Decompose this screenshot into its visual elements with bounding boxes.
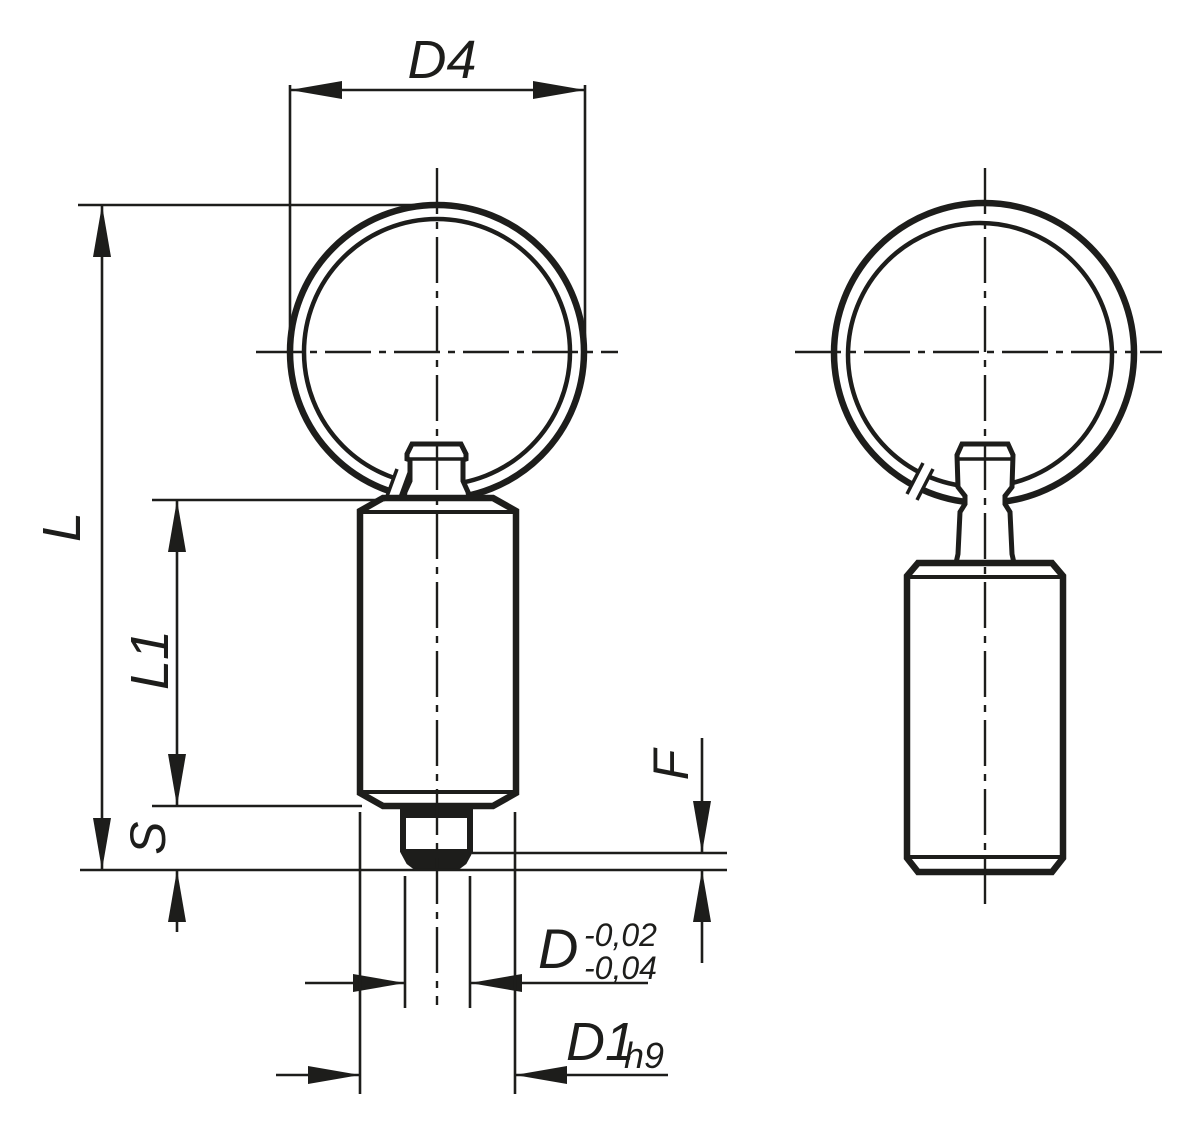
dim-label-l: L bbox=[32, 512, 92, 542]
arrowhead bbox=[533, 81, 585, 99]
arrowhead bbox=[308, 1066, 360, 1084]
arrowhead bbox=[290, 81, 342, 99]
dimension-l1: L1 bbox=[120, 498, 385, 808]
arrowhead bbox=[693, 801, 711, 853]
arrowhead bbox=[93, 818, 111, 870]
dimension-s: S bbox=[120, 821, 186, 932]
side-view bbox=[795, 168, 1162, 910]
arrowhead bbox=[168, 754, 186, 806]
body-side bbox=[903, 559, 1067, 876]
arrowhead bbox=[353, 974, 405, 992]
arrowhead bbox=[470, 974, 522, 992]
dimension-d4: D4 bbox=[288, 30, 587, 362]
plunger-pin bbox=[400, 803, 473, 871]
arrowhead bbox=[515, 1066, 567, 1084]
arrowhead bbox=[693, 870, 711, 922]
dim-label-d4: D4 bbox=[407, 30, 476, 90]
dimension-d: D -0,02 -0,04 bbox=[305, 876, 657, 1008]
dim-label-d-tolerance-lower: -0,04 bbox=[584, 950, 657, 986]
arrowhead bbox=[93, 205, 111, 257]
body-outline bbox=[903, 559, 1067, 876]
dim-label-d1-tolerance: h9 bbox=[624, 1035, 664, 1076]
dim-label-d: D bbox=[538, 917, 578, 980]
dim-label-l1: L1 bbox=[120, 630, 180, 690]
dim-label-s: S bbox=[120, 821, 176, 854]
dimension-l: L bbox=[32, 203, 727, 872]
ring-gap bbox=[905, 462, 935, 501]
dimension-d1: D1 h9 bbox=[276, 812, 668, 1094]
arrowhead bbox=[168, 870, 186, 922]
dim-label-d1: D1 bbox=[566, 1012, 635, 1072]
arrowhead bbox=[168, 500, 186, 552]
dim-label-d-tolerance-upper: -0,02 bbox=[584, 917, 657, 953]
dim-label-f: F bbox=[643, 747, 699, 780]
front-view bbox=[256, 168, 618, 1005]
